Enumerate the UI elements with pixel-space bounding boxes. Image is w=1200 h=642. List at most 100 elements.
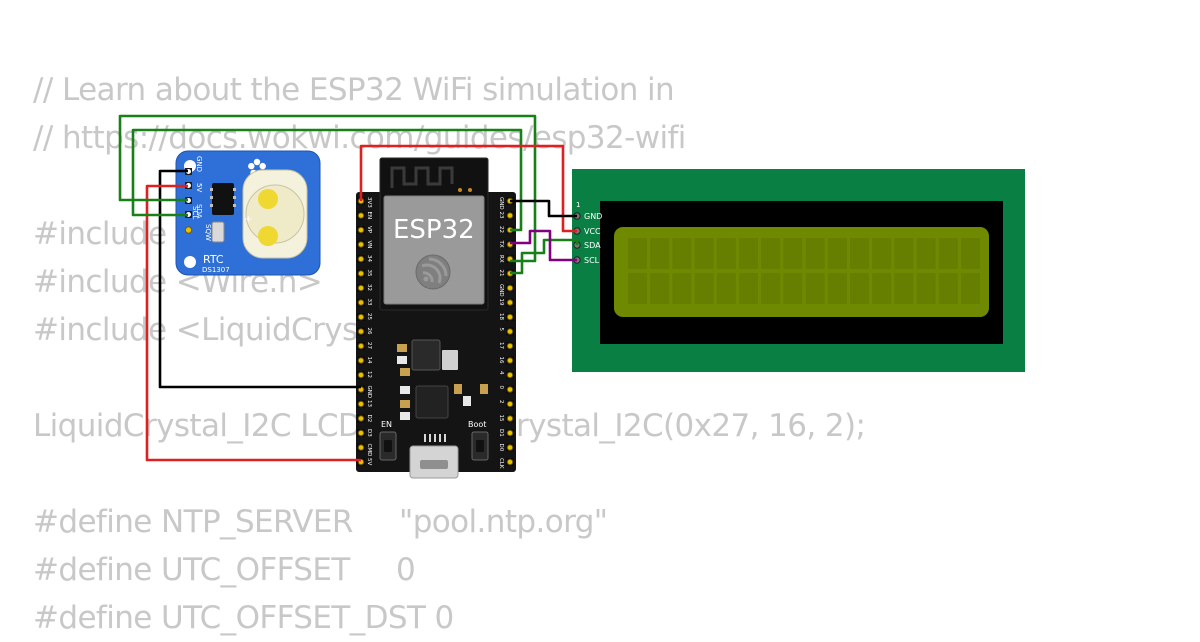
rtc-pin-label: 5V (195, 183, 203, 192)
esp32-pin-label: 23 (498, 212, 504, 219)
code-line: #define NTP_SERVER "pool.ntp.org" (33, 504, 608, 540)
esp32-pin[interactable] (357, 444, 365, 451)
esp32-pin-label: 4 (498, 371, 504, 375)
esp32-pin[interactable] (357, 270, 365, 277)
wire-vcc-rtc (145, 184, 361, 462)
code-line: LiquidCrystal_I2C LCD = LiquidCrystal_I2… (33, 408, 866, 444)
esp32-pin-label: D1 (498, 429, 504, 437)
lcd-cell (961, 238, 980, 269)
esp32-pin[interactable] (357, 400, 365, 408)
esp32-pin-label: CMD (366, 444, 372, 457)
lcd-cell (672, 273, 692, 304)
lcd-cell (628, 273, 647, 304)
wire-gnd-rtc (158, 169, 361, 389)
esp32-pin-label: 0 (498, 386, 504, 390)
code-line: // Learn about the ESP32 WiFi simulation… (33, 72, 675, 108)
esp32-pin-label: D2 (366, 415, 372, 423)
esp32-pin-label: 2 (498, 400, 504, 404)
lcd-cell (672, 238, 692, 269)
esp32-pin[interactable] (506, 212, 514, 219)
esp32-pin[interactable] (357, 429, 365, 437)
esp32-pin[interactable] (357, 255, 365, 263)
esp32-pin[interactable] (357, 313, 365, 321)
esp32-pin-label: 12 (366, 371, 372, 378)
esp32-left-pin-header: 3V3ENVPVN343532332526271412GND13D2D3CMD5… (357, 197, 372, 466)
esp32-pin[interactable] (506, 371, 514, 379)
regulator-tab (442, 350, 458, 370)
rtc-chip (212, 183, 234, 215)
wire-scl-rtc (131, 128, 523, 232)
esp32-pin[interactable] (357, 415, 365, 422)
lcd-cell (872, 238, 892, 269)
lcd-pin-label: SDA (584, 241, 601, 250)
rtc-pin-label: SCL (191, 206, 199, 219)
esp32-pin[interactable] (357, 342, 365, 350)
esp32-pin[interactable] (357, 241, 365, 248)
lcd-cell (650, 238, 670, 269)
lcd-pin-label: SCL (584, 256, 600, 265)
lcd-cell (783, 273, 803, 304)
esp32-pin-label: GND (366, 386, 372, 399)
esp32-pin-label: 33 (366, 299, 372, 306)
lcd-cell (628, 238, 647, 269)
esp32-pin-label: 34 (366, 255, 372, 262)
esp32-pin-label: 25 (366, 313, 372, 320)
esp32-pin[interactable] (357, 371, 365, 379)
rtc-sqw-label: SQW (204, 224, 212, 241)
esp32-pin[interactable] (506, 357, 514, 364)
esp32-pin-label: 21 (498, 270, 504, 277)
lcd-cell (894, 238, 914, 269)
esp32-pin-label: 15 (498, 415, 504, 422)
wire-sda-rtc (118, 114, 537, 263)
lcd-cell (739, 238, 758, 269)
lcd-cell (938, 273, 958, 304)
esp32-pin[interactable] (506, 429, 514, 437)
esp32-pin[interactable] (506, 342, 514, 350)
esp32-pin[interactable] (506, 284, 514, 292)
wire-vcc-lcd (359, 144, 577, 233)
esp32-pin-label: 26 (366, 328, 372, 335)
esp32-pin-label: 3V3 (366, 197, 372, 208)
lcd-cell (761, 273, 781, 304)
lcd-cell (761, 238, 781, 269)
lcd-cell (716, 273, 736, 304)
esp32-pin[interactable] (357, 212, 365, 219)
esp32-pin-label: CLK (498, 458, 504, 469)
esp32-pin-label: 16 (498, 357, 504, 364)
esp32-pin[interactable] (357, 284, 365, 292)
esp32-pin-label: 27 (366, 342, 372, 349)
esp32-pin-label: 5 (498, 328, 504, 332)
esp32-pin[interactable] (357, 328, 365, 335)
esp32-pin[interactable] (506, 458, 514, 466)
lcd-cell (805, 273, 825, 304)
esp32-shield-can (383, 195, 485, 305)
esp32-pin-label: VP (366, 226, 372, 234)
lcd-cell (938, 238, 958, 269)
esp32-pin[interactable] (506, 415, 514, 422)
esp32-pin[interactable] (506, 328, 514, 335)
esp32-pin[interactable] (357, 357, 365, 364)
esp32-pin[interactable] (506, 313, 514, 321)
esp32-pin-label: 32 (366, 284, 372, 291)
lcd-cell (894, 273, 914, 304)
svg-text:+: + (244, 214, 252, 225)
lcd-module[interactable]: 1 GND VCC SDA SCL (572, 169, 1025, 372)
esp32-pin-label: EN (366, 212, 372, 220)
esp32-pin[interactable] (506, 299, 514, 306)
wire-sda-lcd (510, 238, 579, 275)
rtc-module[interactable]: GND 5V SDA SCL SQW + RTC DS1307 (175, 150, 321, 276)
esp32-pin-label: GND (498, 284, 504, 297)
esp32-pin[interactable] (506, 386, 514, 393)
boot-label: Boot (468, 420, 486, 429)
esp32-pin-label: 14 (366, 357, 372, 364)
esp32-pin[interactable] (357, 299, 365, 306)
esp32-pin[interactable] (357, 226, 365, 234)
lcd-cell (961, 273, 980, 304)
esp32-pin-label: GND (498, 197, 504, 210)
esp32-board[interactable]: ESP32 3V3ENVPVN343532332526271412GND13D2… (356, 157, 516, 479)
esp32-pin[interactable] (506, 444, 514, 451)
esp32-pin[interactable] (506, 400, 514, 408)
wire-gnd-lcd (510, 199, 577, 218)
esp32-pin-label: 22 (498, 226, 504, 233)
